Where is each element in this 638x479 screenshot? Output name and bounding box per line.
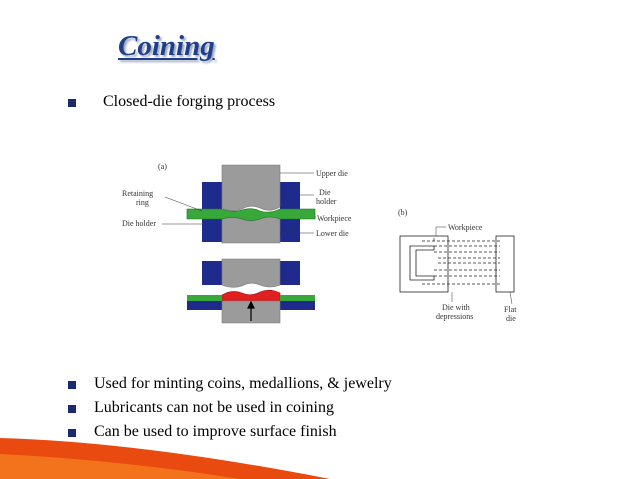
lower-die-base-left xyxy=(187,295,222,301)
label-die-with-1: Die with xyxy=(442,303,470,312)
workpiece-dashed-lines xyxy=(422,236,500,285)
label-die-holder-right-1: Die xyxy=(319,188,331,197)
bullet-text-1: Used for minting coins, medallions, & je… xyxy=(94,375,392,392)
bullet-square-icon xyxy=(68,381,76,389)
coining-figure-b: (b) Workpiece Die with depressions Flat … xyxy=(398,208,517,323)
decorative-swoosh xyxy=(0,438,330,479)
label-workpiece: Workpiece xyxy=(317,214,352,223)
die-depression-profile xyxy=(409,245,435,281)
die-with-depressions-outline xyxy=(399,235,449,293)
label-retaining-ring-1: Retaining xyxy=(122,189,153,198)
upper-die xyxy=(221,164,281,212)
die-holder-right-bottom xyxy=(280,261,300,285)
bullet-square-icon xyxy=(68,429,76,437)
label-workpiece-b: Workpiece xyxy=(448,223,483,232)
figure-b-panel-label: (b) xyxy=(398,208,408,217)
ejector-arrow-icon xyxy=(247,300,255,321)
bullet-text-3: Can be used to improve surface finish xyxy=(94,423,337,440)
label-lower-die: Lower die xyxy=(316,229,349,238)
bullet-text-2: Lubricants can not be used in coining xyxy=(94,399,334,416)
label-die-holder-left: Die holder xyxy=(122,219,156,228)
bullet-square-icon xyxy=(68,405,76,413)
flat-die-outline xyxy=(495,235,515,293)
label-retaining-ring-2: ring xyxy=(136,198,149,207)
label-flat-2: die xyxy=(506,314,516,323)
upper-die-bottom xyxy=(221,258,281,288)
intro-bullet-text: Closed-die forging process xyxy=(103,93,276,110)
bullet-square-icon xyxy=(68,99,76,107)
label-die-with-2: depressions xyxy=(436,312,473,321)
label-flat-1: Flat xyxy=(504,305,517,314)
coined-workpiece xyxy=(221,289,281,302)
lower-die-base-right xyxy=(280,295,315,301)
label-upper-die: Upper die xyxy=(316,169,348,178)
label-die-holder-right-2: holder xyxy=(316,197,337,206)
workpiece xyxy=(186,208,316,221)
figure-a-panel-label: (a) xyxy=(158,162,167,171)
coining-figure-a: (a) Upper die Die holder Workpiece Lower… xyxy=(122,162,352,324)
die-holder-left-bottom xyxy=(202,261,222,285)
slide-title: Coining xyxy=(118,30,215,62)
